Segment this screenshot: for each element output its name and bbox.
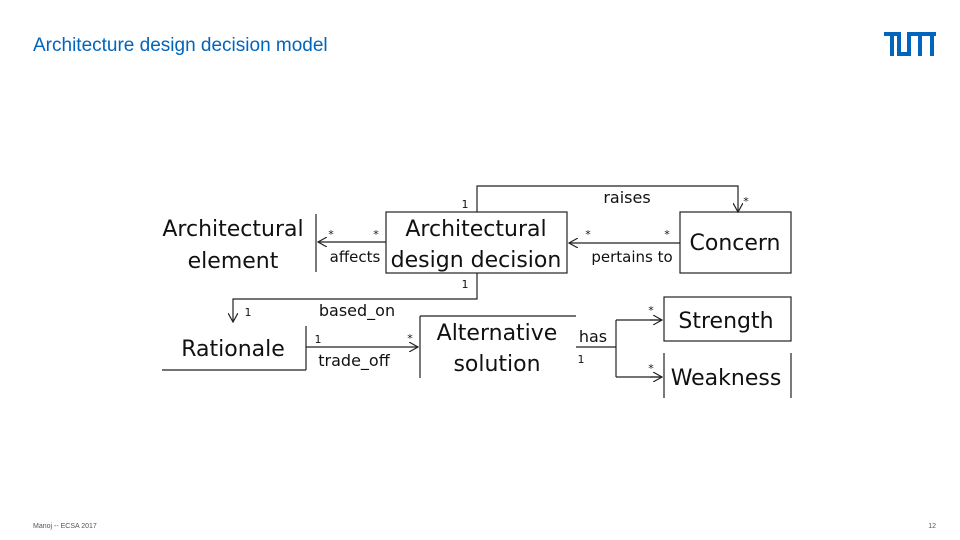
alternative-solution-label-2: solution <box>453 352 540 377</box>
has-edge <box>576 319 662 378</box>
alternative-solution-box <box>419 315 576 378</box>
design-decision-label-2: design decision <box>391 248 562 273</box>
affects-label: affects <box>330 248 381 266</box>
tum-logo <box>884 32 936 56</box>
strength-box <box>663 296 792 342</box>
has-label: has <box>579 327 607 346</box>
strength-label: Strength <box>678 309 773 334</box>
architectural-element-label-2: element <box>188 249 279 274</box>
rationale-box <box>162 326 307 371</box>
mult-affects-element: * <box>328 228 334 241</box>
mult-based-on-rationale: 1 <box>245 306 252 319</box>
page-number: 12 <box>928 523 936 530</box>
mult-pertains-concern: * <box>664 228 670 241</box>
footer-author: Manoj -- ECSA 2017 <box>33 523 97 530</box>
rationale-label: Rationale <box>181 337 285 362</box>
raises-edge <box>476 185 738 212</box>
mult-has-weakness: * <box>648 362 654 375</box>
mult-has-strength: * <box>648 304 654 317</box>
alternative-solution-label-1: Alternative <box>437 321 558 346</box>
pertains-to-label: pertains to <box>591 248 672 266</box>
slide-title: Architecture design decision model <box>33 35 328 56</box>
mult-based-on-decision: 1 <box>462 278 469 291</box>
mult-pertains-decision: * <box>585 228 591 241</box>
mult-raises-decision: 1 <box>462 198 469 211</box>
mult-raises-concern: * <box>743 195 749 208</box>
based-on-edge <box>233 273 478 322</box>
trade-off-label: trade_off <box>318 351 390 371</box>
mult-trade-off-alternative: * <box>407 332 413 345</box>
raises-label: raises <box>603 188 650 207</box>
concern-label: Concern <box>690 231 781 256</box>
weakness-label: Weakness <box>671 366 782 391</box>
mult-affects-decision: * <box>373 228 379 241</box>
mult-trade-off-rationale: 1 <box>315 333 322 346</box>
architectural-element-label-1: Architectural <box>162 217 303 242</box>
weakness-box <box>663 353 792 398</box>
mult-has-alternative: 1 <box>578 353 585 366</box>
design-decision-label-1: Architectural <box>405 217 546 242</box>
based-on-label: based_on <box>319 301 395 321</box>
